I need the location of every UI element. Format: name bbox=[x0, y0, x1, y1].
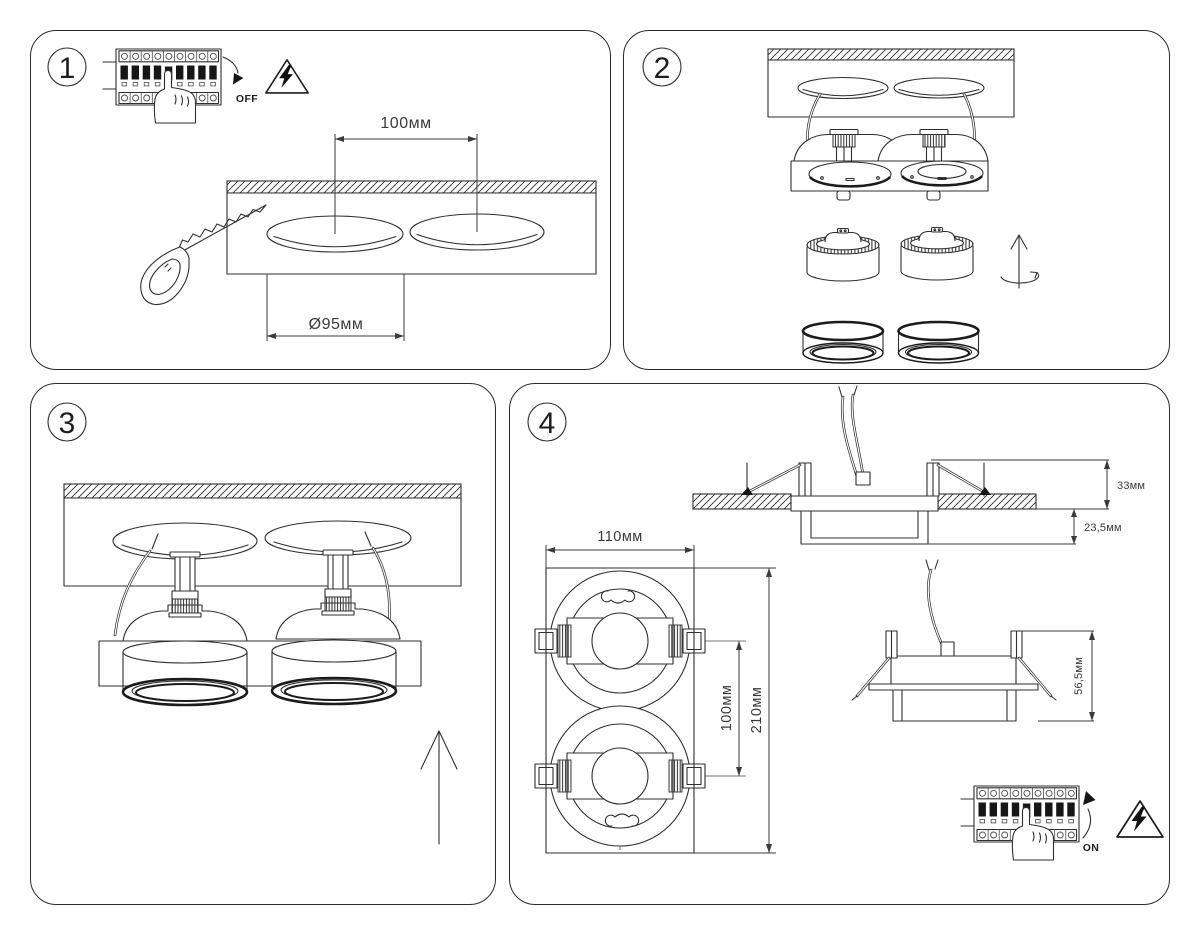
ceiling-cutout-diagram: 100мм Ø95мм bbox=[140, 115, 597, 341]
breaker-off-label: OFF bbox=[236, 93, 258, 105]
dimension-hole-spacing: 100мм bbox=[334, 115, 478, 234]
dimension-frame-length: 210мм bbox=[694, 567, 776, 854]
gx53-lamp-right bbox=[900, 226, 974, 281]
step-number: 3 bbox=[59, 407, 76, 440]
cross-section-view: 33мм 23,5мм bbox=[692, 385, 1145, 545]
switch-motion-arc bbox=[1082, 808, 1092, 839]
breaker-on-label: ON bbox=[1083, 842, 1100, 854]
frame-length-label: 210мм bbox=[749, 687, 765, 734]
ceiling-right bbox=[937, 493, 1037, 510]
lamp-dome-right bbox=[275, 602, 401, 640]
dimension-hole-diameter: Ø95мм bbox=[266, 274, 405, 341]
side-view: 56,5мм bbox=[851, 559, 1095, 722]
side-clip bbox=[682, 763, 706, 789]
step-number: 2 bbox=[654, 52, 671, 85]
panel-step-4: 4 bbox=[509, 383, 1170, 905]
panel-step-3: 3 bbox=[30, 383, 496, 905]
fixture-being-inserted bbox=[790, 92, 989, 201]
high-voltage-warning-icon bbox=[265, 59, 309, 94]
panel-step-2: 2 bbox=[623, 30, 1170, 370]
spring-arm-left bbox=[741, 462, 802, 497]
ceiling-left bbox=[692, 493, 792, 510]
rotation-arrow-icon bbox=[1000, 234, 1040, 289]
up-arrow-icon bbox=[420, 730, 458, 845]
lamp-dome-left bbox=[122, 604, 248, 642]
step4-drawing: 4 bbox=[527, 385, 1164, 861]
above-ceiling-label: 33мм bbox=[1117, 480, 1145, 492]
ceiling-hatch-band bbox=[226, 180, 597, 194]
spring-clip-right bbox=[919, 128, 949, 162]
dimension-below-ceiling: 23,5мм bbox=[928, 509, 1122, 545]
hole-spacing-label: 100мм bbox=[380, 115, 431, 132]
switch-direction-arrow bbox=[1083, 791, 1096, 805]
step1-drawing: 1 OFF bbox=[47, 47, 597, 341]
spring-clip-left bbox=[169, 551, 201, 600]
lamp-module-top bbox=[549, 570, 691, 712]
wire-terminal bbox=[855, 471, 871, 486]
step-number-badge: 2 bbox=[642, 47, 682, 87]
step-number: 4 bbox=[539, 407, 556, 440]
cover-ring-left bbox=[801, 320, 885, 365]
total-height-label: 56,5мм bbox=[1073, 657, 1085, 695]
spring-clip-left bbox=[829, 128, 859, 162]
circuit-breaker-icon bbox=[960, 785, 1080, 861]
frame-width-label: 110мм bbox=[597, 529, 643, 545]
dimension-above-ceiling: 33мм bbox=[1104, 460, 1145, 509]
top-view: 110мм 100мм bbox=[534, 529, 776, 854]
side-clip bbox=[534, 628, 558, 654]
ceiling-with-holes bbox=[767, 48, 1015, 118]
trim-flange bbox=[790, 495, 939, 512]
hole-diameter-label: Ø95мм bbox=[309, 316, 364, 333]
mounted-fixture bbox=[98, 531, 422, 707]
lamp-module-bottom bbox=[549, 705, 691, 847]
dimension-frame-width: 110мм bbox=[545, 529, 695, 568]
panel-step-1: 1 OFF bbox=[30, 30, 611, 370]
gx53-lamp-left bbox=[806, 227, 880, 282]
switch-motion-arc bbox=[222, 56, 239, 74]
high-voltage-warning-icon bbox=[1116, 800, 1164, 838]
side-clip bbox=[534, 763, 558, 789]
spring-arm-right bbox=[1017, 656, 1057, 701]
spring-clip-right bbox=[322, 549, 354, 598]
below-ceiling-label: 23,5мм bbox=[1084, 522, 1122, 534]
step-number-badge: 1 bbox=[47, 47, 87, 87]
step-number-badge: 3 bbox=[47, 402, 87, 442]
dimension-total-height: 56,5мм bbox=[1022, 630, 1095, 722]
recessed-body bbox=[800, 510, 929, 545]
circuit-breaker-icon bbox=[102, 48, 222, 124]
ceiling-with-holes bbox=[63, 483, 462, 587]
dimension-center-spacing: 100мм bbox=[719, 641, 742, 776]
hand-saw-icon bbox=[140, 204, 267, 306]
step3-drawing: 3 bbox=[47, 402, 462, 845]
lamp-cylinder-left bbox=[121, 640, 249, 707]
step-number: 1 bbox=[59, 52, 76, 85]
step2-drawing: 2 bbox=[642, 47, 1040, 365]
center-spacing-label: 100мм bbox=[719, 685, 735, 732]
cover-ring-right bbox=[897, 320, 980, 365]
spring-arm-right bbox=[936, 462, 991, 497]
side-clip bbox=[682, 628, 706, 654]
lamp-cylinder-right bbox=[270, 639, 398, 706]
spring-arm-left bbox=[851, 656, 891, 701]
switch-direction-arrow bbox=[233, 73, 244, 85]
step-number-badge: 4 bbox=[527, 402, 567, 442]
